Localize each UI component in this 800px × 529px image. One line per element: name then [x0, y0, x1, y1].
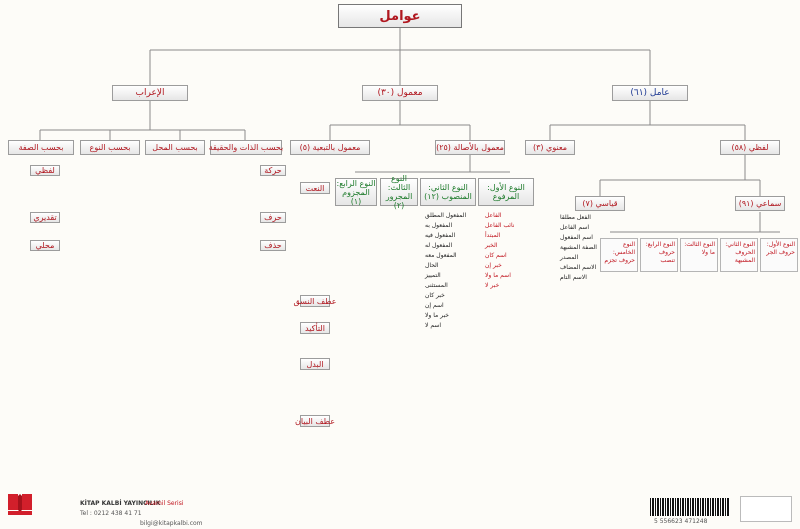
- mamul-group-3[interactable]: النوع الثالث: المجرور (٢): [380, 174, 418, 210]
- irab-sub-taqdiri[interactable]: تقديري: [30, 212, 60, 223]
- mansub-item-8: المستثنى: [425, 282, 448, 289]
- tawabi-item-2[interactable]: التأكيد: [300, 322, 330, 334]
- irab-column-1: ‏: [64, 285, 71, 455]
- mamul-group-2[interactable]: النوع الثاني: المنصوب (١٢): [420, 178, 476, 206]
- mansub-item-6: الحال: [425, 262, 439, 269]
- simai-group-3[interactable]: النوع الثالث: ما ولا: [680, 238, 718, 272]
- mansub-item-7: التمييز: [425, 272, 441, 279]
- qiyasi-node[interactable]: قياسي (٧): [575, 196, 625, 211]
- irab-sub-mahalli[interactable]: محلي: [30, 240, 60, 251]
- qiyasi-item-3: اسم المفعول: [560, 234, 593, 241]
- qiyasi-item-1: الفعل مطلقا: [560, 214, 591, 221]
- qiyasi-item-4: الصفة المشبهة: [560, 244, 597, 251]
- tawabi-item-5[interactable]: عطف النسق: [293, 295, 337, 307]
- simai-group-5[interactable]: النوع الخامس: حروف تجزم: [600, 238, 638, 272]
- qiyasi-item-6: الاسم المضاف: [560, 264, 597, 271]
- publisher-logo-icon: [6, 490, 34, 516]
- publisher-name: KİTAP KALBİ YAYINCILIK: [80, 500, 161, 507]
- mansub-item-2: المفعول به: [425, 222, 453, 229]
- mansub-item-1: المفعول المطلق: [425, 212, 467, 219]
- publisher-web: bilgi@kitapkalbi.com: [140, 520, 203, 527]
- marfu-item-4: الخبر: [485, 242, 498, 249]
- qiyasi-item-5: المصدر: [560, 254, 579, 261]
- barcode-icon: [650, 498, 730, 516]
- manawi-node[interactable]: معنوي (٣): [525, 140, 575, 155]
- mansub-item-10: اسم إن: [425, 302, 444, 309]
- tawabi-item-4[interactable]: عطف البيان: [295, 415, 335, 427]
- root-node[interactable]: عوامل: [338, 4, 462, 28]
- irab-group-1[interactable]: بحسب الذات والحقيقة: [209, 140, 283, 155]
- publisher-tel: Tel : 0212 438 41 71: [80, 510, 142, 517]
- marfu-item-2: نائب الفاعل: [485, 222, 515, 229]
- marfu-item-8: خبر لا: [485, 282, 500, 289]
- qiyasi-item-7: الاسم التام: [560, 274, 587, 281]
- corner-box: [740, 496, 792, 522]
- mamul-node[interactable]: معمول (٣٠): [362, 85, 438, 101]
- mamul-group-1[interactable]: النوع الأول: المرفوع: [478, 178, 534, 206]
- simai-group-2[interactable]: النوع الثاني: الحروف المشبهة: [720, 238, 758, 272]
- series-name: Avamil Serisi: [145, 500, 184, 507]
- simai-node[interactable]: سماعي (٩١): [735, 196, 785, 211]
- mamul-group-4[interactable]: النوع الرابع: المجزوم (١): [335, 178, 377, 206]
- lafzi-node[interactable]: لفظي (٥٨): [720, 140, 780, 155]
- marfu-item-3: المبتدأ: [485, 232, 501, 239]
- bil-asala-node[interactable]: معمول بالأصالة (٢٥): [435, 140, 505, 155]
- marfu-item-6: خبر إن: [485, 262, 502, 269]
- qiyasi-item-2: اسم الفاعل: [560, 224, 590, 231]
- barcode-number: 5 556623 471248: [654, 518, 708, 525]
- irab-sub-harf[interactable]: حرف: [260, 212, 286, 223]
- tawabi-item-3[interactable]: البدل: [300, 358, 330, 370]
- simai-group-1[interactable]: النوع الأول: حروف الجر: [760, 238, 798, 272]
- irab-group-2[interactable]: بحسب المحل: [145, 140, 205, 155]
- irab-sub-haraka[interactable]: حركة: [260, 165, 286, 176]
- tawabi-item-1[interactable]: النعت: [300, 182, 330, 194]
- irab-sub-lafzi[interactable]: لفظي: [30, 165, 60, 176]
- mansub-item-9: خبر كان: [425, 292, 445, 299]
- irab-group-4[interactable]: بحسب الصفة: [8, 140, 74, 155]
- marfu-item-1: الفاعل: [485, 212, 502, 219]
- mansub-item-5: المفعول معه: [425, 252, 457, 259]
- bit-tabaiyya-node[interactable]: معمول بالتبعية (٥): [290, 140, 370, 155]
- marfu-item-5: اسم كان: [485, 252, 507, 259]
- marfu-item-7: اسم ما ولا: [485, 272, 511, 279]
- amil-node[interactable]: عامل (٦١): [612, 85, 688, 101]
- mansub-item-4: المفعول له: [425, 242, 453, 249]
- irab-group-3[interactable]: بحسب النوع: [80, 140, 140, 155]
- irab-node[interactable]: الإعراب: [112, 85, 188, 101]
- mansub-item-12: اسم لا: [425, 322, 442, 329]
- mansub-item-3: المفعول فيه: [425, 232, 456, 239]
- mansub-item-11: خبر ما ولا: [425, 312, 450, 319]
- irab-sub-hadhf[interactable]: حذف: [260, 240, 286, 251]
- simai-group-4[interactable]: النوع الرابع: حروف تنصب: [640, 238, 678, 272]
